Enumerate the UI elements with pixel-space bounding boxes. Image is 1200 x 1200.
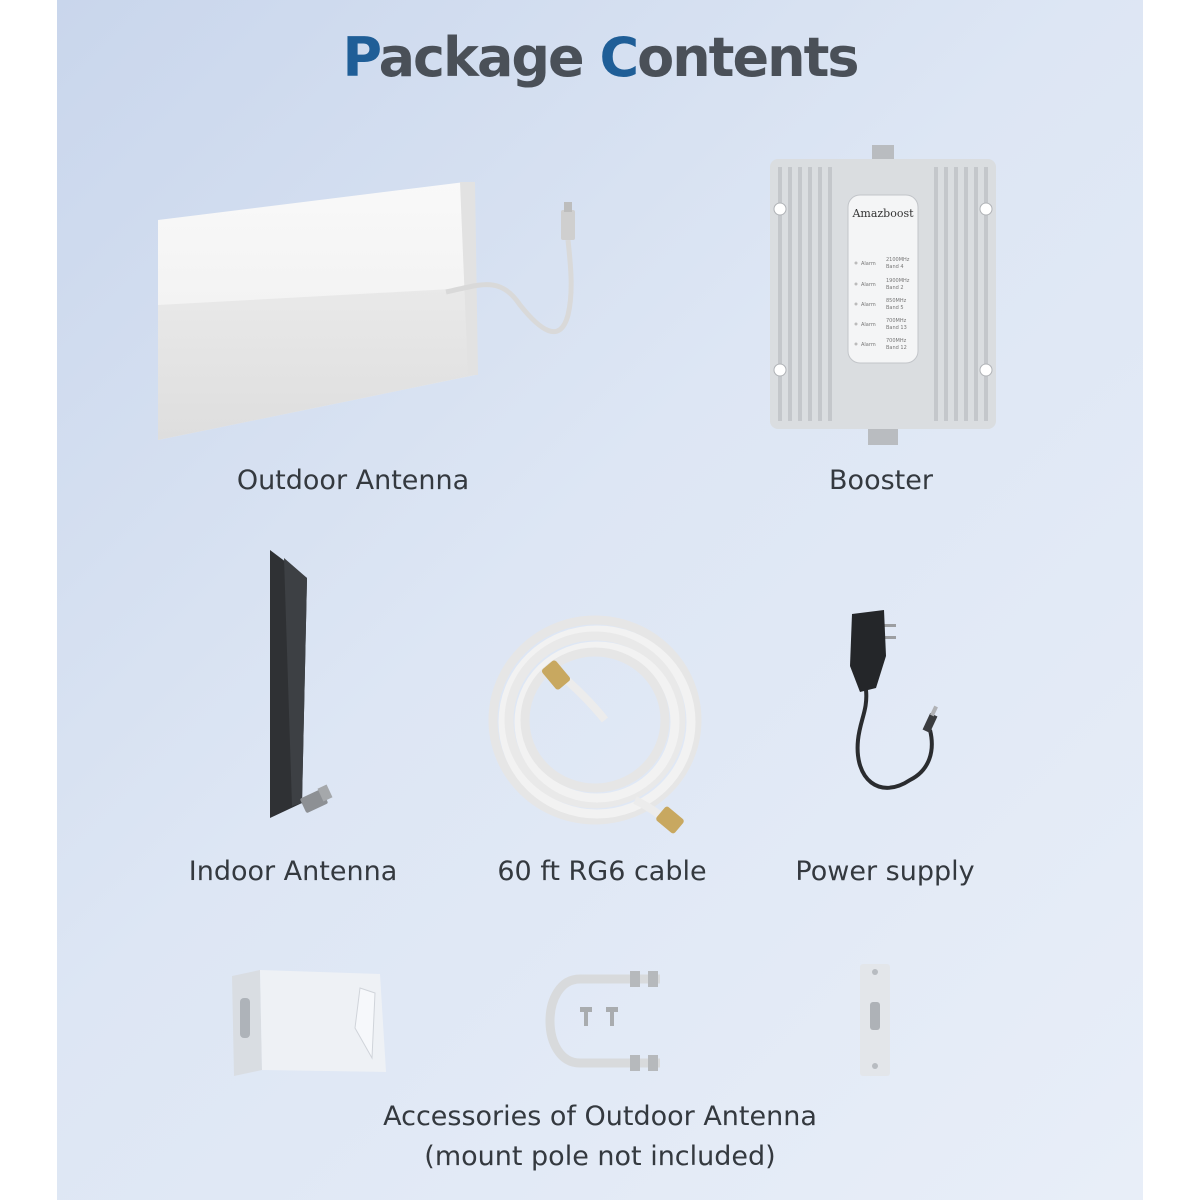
indoor-antenna-image — [270, 550, 333, 818]
indoor-antenna-label: Indoor Antenna — [188, 856, 398, 887]
band-freq-4: 700MHz — [886, 318, 907, 324]
cable-image — [488, 615, 702, 834]
booster-label: Booster — [829, 465, 933, 496]
title-initial-p: P — [342, 26, 380, 89]
u-bolt-image — [545, 971, 660, 1071]
accessories-label-line-2: (mount pole not included) — [424, 1141, 776, 1172]
band-freq-2: 1900MHz — [886, 278, 910, 284]
band-name-1: Band 4 — [886, 264, 904, 270]
band-name-4: Band 13 — [886, 325, 907, 331]
page-title: Package Contents — [0, 26, 1200, 89]
power-supply-label: Power supply — [795, 856, 975, 887]
band-name-2: Band 2 — [886, 285, 904, 291]
outdoor-antenna-image — [158, 182, 575, 440]
title-initial-c: C — [599, 26, 640, 89]
clamp-image — [860, 964, 890, 1076]
booster-brand: Amazboost — [851, 207, 914, 220]
power-supply-image — [850, 610, 938, 790]
band-freq-5: 700MHz — [886, 338, 907, 344]
outdoor-antenna-label: Outdoor Antenna — [236, 465, 470, 496]
band-name-5: Band 12 — [886, 345, 907, 351]
alarm-label-4: Alarm — [861, 322, 876, 328]
booster-image: Amazboost Alarm 2100MHz Band 4 Alarm 190… — [770, 145, 996, 445]
title-word-1-rest: ackage — [378, 26, 585, 89]
mount-bracket-image — [232, 970, 386, 1076]
alarm-label-1: Alarm — [861, 261, 876, 267]
alarm-label-2: Alarm — [861, 282, 876, 288]
band-name-3: Band 5 — [886, 305, 904, 311]
accessories-label-line-1: Accessories of Outdoor Antenna — [383, 1101, 817, 1132]
alarm-label-3: Alarm — [861, 302, 876, 308]
title-word-2-rest: ontents — [637, 26, 859, 89]
cable-label: 60 ft RG6 cable — [497, 856, 707, 887]
band-freq-1: 2100MHz — [886, 257, 910, 263]
alarm-label-5: Alarm — [861, 342, 876, 348]
band-freq-3: 850MHz — [886, 298, 907, 304]
